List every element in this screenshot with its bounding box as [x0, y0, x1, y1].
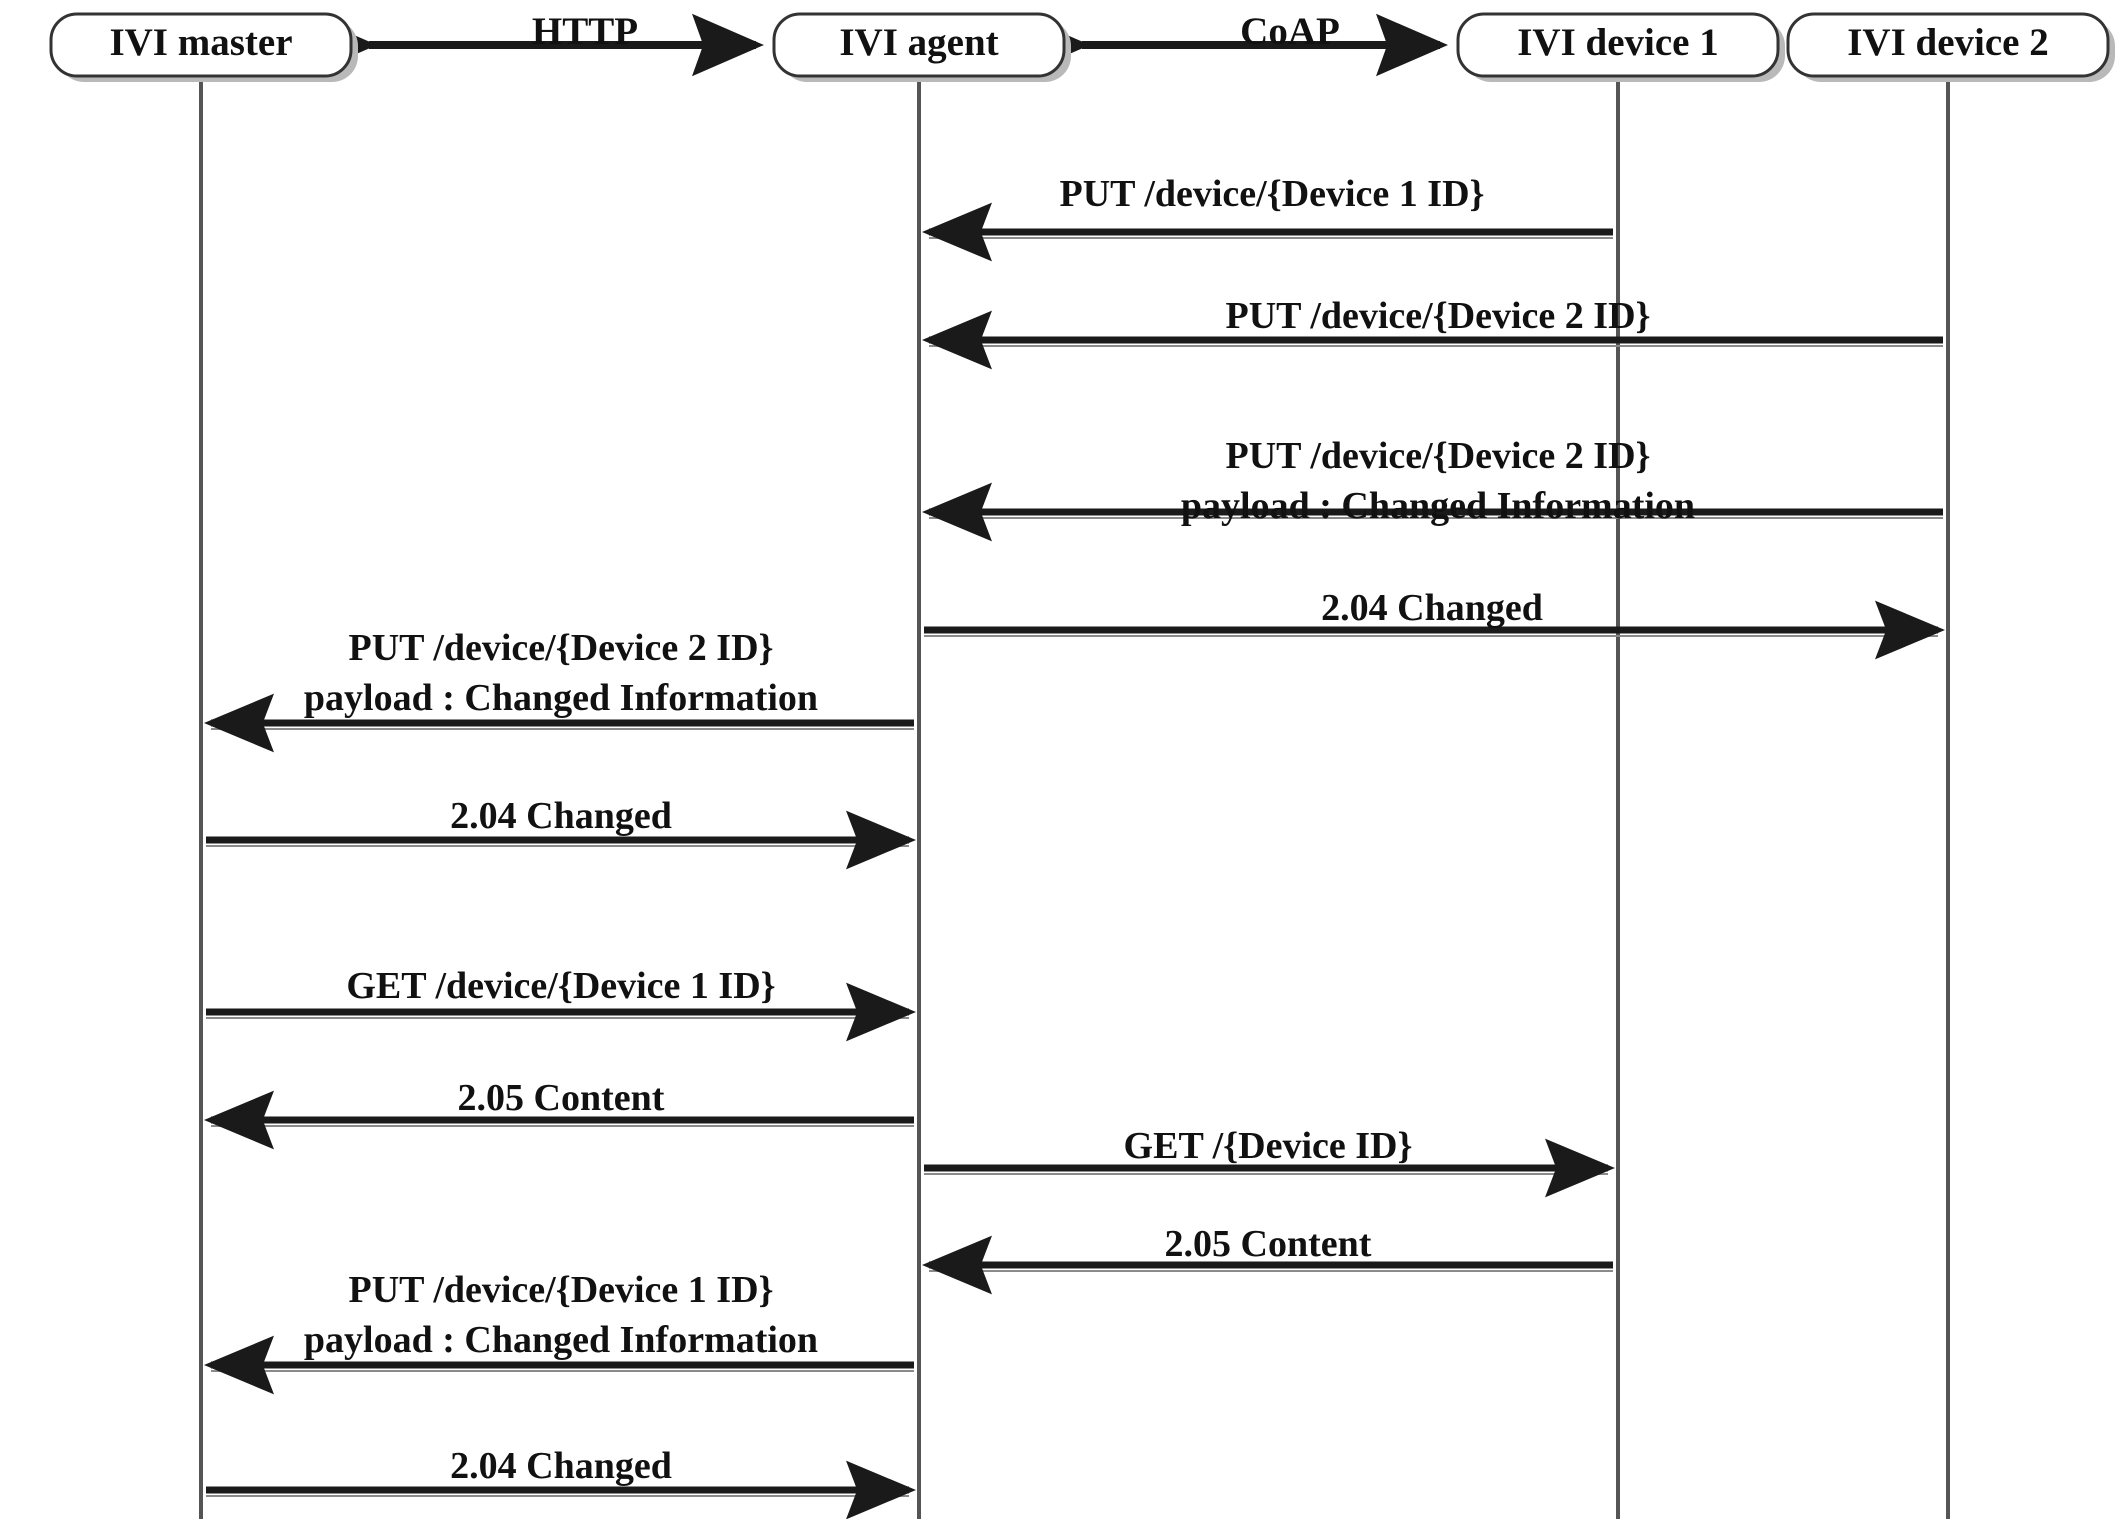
message-label-line: PUT /device/{Device 1 ID} [349, 1269, 774, 1311]
protocol-link-coap-link: CoAP [1018, 10, 1448, 77]
message-label-line: 2.05 Content [1165, 1223, 1372, 1265]
message-arrow-m5 [204, 693, 914, 753]
participant-label-device2: IVI device 2 [1847, 21, 2048, 64]
message-label-line: 2.04 Changed [450, 795, 672, 837]
message-label-m10: 2.05 Content [1165, 1223, 1372, 1265]
messages-layer [204, 202, 1945, 1519]
protocol-link-http-link: HTTP [305, 10, 764, 77]
message-label-line: GET /{Device ID} [1124, 1125, 1413, 1167]
box-outline [49, 12, 353, 78]
message-label-m4: 2.04 Changed [1321, 587, 1543, 629]
message-label-line: PUT /device/{Device 2 ID} [1226, 295, 1651, 337]
message-label-m7: GET /device/{Device 1 ID} [346, 965, 775, 1007]
message-arrow-m11 [204, 1335, 914, 1395]
protocol-links-layer: HTTP CoAP [305, 10, 1448, 77]
message-label-m2: PUT /device/{Device 2 ID} [1226, 295, 1651, 337]
message-label-line: payload : Changed Information [1181, 485, 1695, 527]
participant-box-master[interactable]: IVI master [49, 12, 358, 82]
message-arrow-m4 [924, 600, 1945, 660]
participant-label-device1: IVI device 1 [1517, 21, 1718, 64]
message-arrow-m3 [922, 482, 1943, 542]
message-label-m9: GET /{Device ID} [1124, 1125, 1413, 1167]
message-label-line: 2.05 Content [458, 1077, 665, 1119]
message-label-m3: PUT /device/{Device 2 ID} payload : Chang… [1181, 435, 1695, 527]
participant-boxes-layer: IVI master IVI agent IVI device 1 IVI devic… [49, 12, 2115, 82]
message-label-m8: 2.05 Content [458, 1077, 665, 1119]
message-label-line: payload : Changed Information [304, 1319, 818, 1361]
protocol-label-coap-link: CoAP [1240, 10, 1340, 53]
participant-box-device1[interactable]: IVI device 1 [1456, 12, 1785, 82]
participant-label-agent: IVI agent [839, 21, 998, 64]
box-outline [1456, 12, 1780, 78]
message-labels-layer: PUT /device/{Device 1 ID}PUT /device/{De… [304, 173, 1695, 1487]
protocol-label-http-link: HTTP [532, 10, 638, 53]
message-label-line: 2.04 Changed [1321, 587, 1543, 629]
message-label-m5: PUT /device/{Device 2 ID} payload : Chang… [304, 627, 818, 719]
message-arrow-m8 [204, 1090, 914, 1150]
message-label-m12: 2.04 Changed [450, 1445, 672, 1487]
participant-box-device2[interactable]: IVI device 2 [1786, 12, 2115, 82]
message-label-line: 2.04 Changed [450, 1445, 672, 1487]
message-arrow-m7 [206, 982, 916, 1042]
participant-box-agent[interactable]: IVI agent [772, 12, 1071, 82]
message-label-m1: PUT /device/{Device 1 ID} [1060, 173, 1485, 215]
box-outline [772, 12, 1066, 78]
message-label-m6: 2.04 Changed [450, 795, 672, 837]
message-label-line: PUT /device/{Device 1 ID} [1060, 173, 1485, 215]
message-arrow-m10 [922, 1235, 1613, 1295]
message-label-line: PUT /device/{Device 2 ID} [1226, 435, 1651, 477]
lifelines-layer [199, 76, 1950, 1519]
message-arrow-m2 [922, 310, 1943, 370]
message-label-line: PUT /device/{Device 2 ID} [349, 627, 774, 669]
message-label-line: GET /device/{Device 1 ID} [346, 965, 775, 1007]
box-outline [1786, 12, 2110, 78]
message-label-line: payload : Changed Information [304, 677, 818, 719]
message-label-m11: PUT /device/{Device 1 ID} payload : Chang… [304, 1269, 818, 1361]
participant-label-master: IVI master [109, 21, 292, 64]
message-arrow-m9 [924, 1138, 1615, 1198]
message-arrow-m12 [206, 1460, 916, 1519]
message-arrow-m1 [922, 202, 1613, 262]
message-arrow-m6 [206, 810, 916, 870]
